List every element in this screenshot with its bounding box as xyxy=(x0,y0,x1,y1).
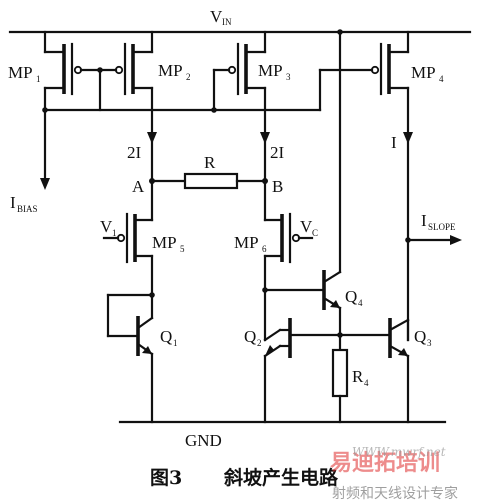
mp1-label: MP xyxy=(8,63,33,82)
islope-arrow xyxy=(450,235,462,245)
current-i-label: I xyxy=(391,133,397,152)
watermark-url: WWW.mwrf.net xyxy=(352,445,446,459)
figure-number: 图3 xyxy=(150,467,182,489)
figure-title: 斜坡产生电路 xyxy=(223,466,339,489)
mp6-sub: 6 xyxy=(262,244,267,254)
v1-label: V xyxy=(100,217,113,236)
vc-label: V xyxy=(300,217,313,236)
watermark-brand: 易迪拓培训 xyxy=(330,450,440,476)
node-b-dot xyxy=(262,178,268,184)
q3-sub: 3 xyxy=(427,338,432,348)
current-2i-left-label: 2I xyxy=(127,143,142,162)
resistor-r-label: R xyxy=(204,153,216,172)
arrow-i-out xyxy=(403,132,413,144)
ibias-label: I xyxy=(10,193,16,212)
mp3-sub: 3 xyxy=(286,72,291,82)
q4-sub: 4 xyxy=(358,298,363,308)
resistor-r xyxy=(183,172,239,190)
mp4-sub: 4 xyxy=(439,74,444,84)
arrow-2i-right xyxy=(260,132,270,144)
transistor-q2 xyxy=(263,318,292,424)
transistor-mp3 xyxy=(227,30,267,142)
mp6-label: MP xyxy=(234,233,259,252)
v1-sub: 1 xyxy=(112,228,117,238)
mp3-label: MP xyxy=(258,61,283,80)
mp5-label: MP xyxy=(152,233,177,252)
transistor-q3 xyxy=(388,318,410,424)
node-dot xyxy=(97,67,103,73)
transistor-q1 xyxy=(106,292,155,424)
vin-sub: IN xyxy=(222,17,232,27)
q1-label: Q xyxy=(160,327,172,346)
ibias-arrow xyxy=(40,178,50,190)
node-a-label: A xyxy=(132,177,145,196)
mp5-sub: 5 xyxy=(180,244,185,254)
watermark-tagline: 射频和天线设计专家 xyxy=(332,485,458,502)
transistor-mp1 xyxy=(43,30,83,180)
r4-label: R xyxy=(352,367,364,386)
r4-sub: 4 xyxy=(364,378,369,388)
node-a-dot xyxy=(149,178,155,184)
q1-sub: 1 xyxy=(173,338,178,348)
transistor-mp5 xyxy=(102,212,154,297)
q3-label: Q xyxy=(414,327,426,346)
mp4-label: MP xyxy=(411,63,436,82)
transistor-mp6 xyxy=(263,212,314,342)
islope-sub: SLOPE xyxy=(428,222,456,232)
vc-sub: C xyxy=(312,228,318,238)
transistor-mp4 xyxy=(370,30,410,342)
current-2i-right-label: 2I xyxy=(270,143,285,162)
node-b-label: B xyxy=(272,177,283,196)
vin-label: V xyxy=(210,7,223,26)
mp2-sub: 2 xyxy=(186,72,191,82)
mp2-label: MP xyxy=(158,61,183,80)
arrow-2i-left xyxy=(147,132,157,144)
resistor-r4 xyxy=(331,348,349,398)
q4-label: Q xyxy=(345,287,357,306)
islope-label: I xyxy=(421,211,427,230)
q2-sub: 2 xyxy=(257,338,262,348)
transistor-q4 xyxy=(262,29,343,337)
mp1-sub: 1 xyxy=(36,74,41,84)
transistor-mp2 xyxy=(114,30,154,142)
gnd-label: GND xyxy=(185,431,222,450)
q2-label: Q xyxy=(244,327,256,346)
ibias-sub: BIAS xyxy=(17,204,38,214)
